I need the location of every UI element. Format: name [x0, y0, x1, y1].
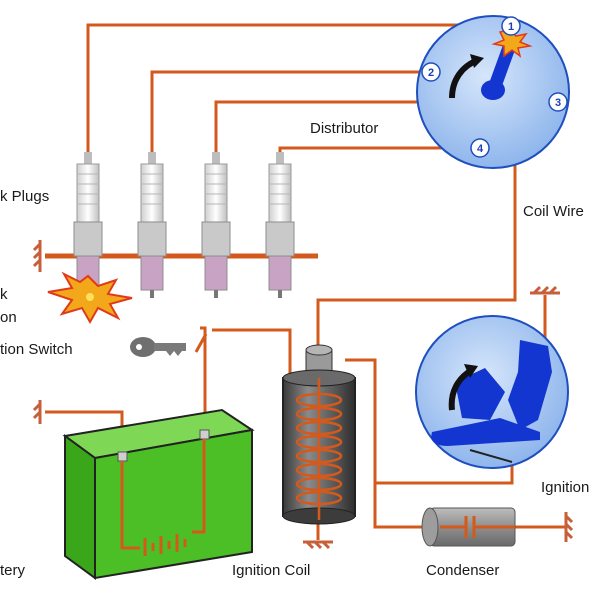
label-spark-ignition-bottom: on	[0, 309, 17, 326]
label-ignition-coil: Ignition Coil	[232, 562, 310, 579]
distributor-terminal-1: 1	[501, 16, 521, 36]
svg-text:3: 3	[555, 97, 561, 109]
label-distributor: Distributor	[310, 120, 378, 137]
breaker-points	[415, 315, 569, 469]
key-icon	[130, 337, 186, 357]
ground-symbol-icon	[564, 512, 574, 542]
wire-switch-coil	[212, 328, 292, 385]
ground-symbol-icon	[32, 400, 42, 424]
spark-plug-2	[137, 152, 167, 298]
battery	[62, 408, 255, 580]
spark-burst-icon	[491, 29, 533, 58]
spark-core	[86, 293, 94, 301]
label-battery: tery	[0, 562, 26, 579]
label-ignition-right: Ignition	[541, 479, 589, 496]
spark-plugs	[73, 152, 295, 298]
contact-lever	[431, 418, 540, 446]
ignition-coil	[282, 344, 356, 525]
wire-coil	[316, 92, 517, 352]
points-arm	[508, 340, 552, 430]
ignition-switch-contact	[194, 333, 208, 353]
svg-text:1: 1	[508, 21, 514, 33]
label-ignition-switch: tion Switch	[0, 341, 73, 358]
label-spark-plugs: k Plugs	[0, 188, 49, 205]
cam	[455, 368, 505, 420]
spark-plug-4	[265, 152, 295, 298]
condenser	[421, 507, 516, 547]
wire-battery-switch	[200, 326, 207, 432]
ground-symbol-icon	[530, 285, 560, 295]
spark-plug-3	[201, 152, 231, 298]
coil-winding	[295, 378, 343, 520]
distributor-terminal-4: 4	[470, 138, 490, 158]
distributor-terminal-3: 3	[548, 92, 568, 112]
battery-cell-icon	[120, 439, 206, 556]
wire-plug-2	[150, 70, 425, 160]
ground-symbol-icon	[32, 240, 42, 272]
label-coil-wire: Coil Wire	[523, 203, 584, 220]
svg-text:4: 4	[477, 143, 484, 155]
ground-symbol-icon	[303, 540, 333, 550]
wire-coil-condenser	[373, 483, 430, 529]
battery-front	[64, 434, 96, 580]
distributor: 1 2 3 4	[416, 15, 570, 169]
label-spark-ignition-top: k	[0, 286, 8, 303]
svg-text:2: 2	[428, 67, 434, 79]
distributor-terminal-2: 2	[421, 62, 441, 82]
label-condenser: Condenser	[426, 562, 499, 579]
